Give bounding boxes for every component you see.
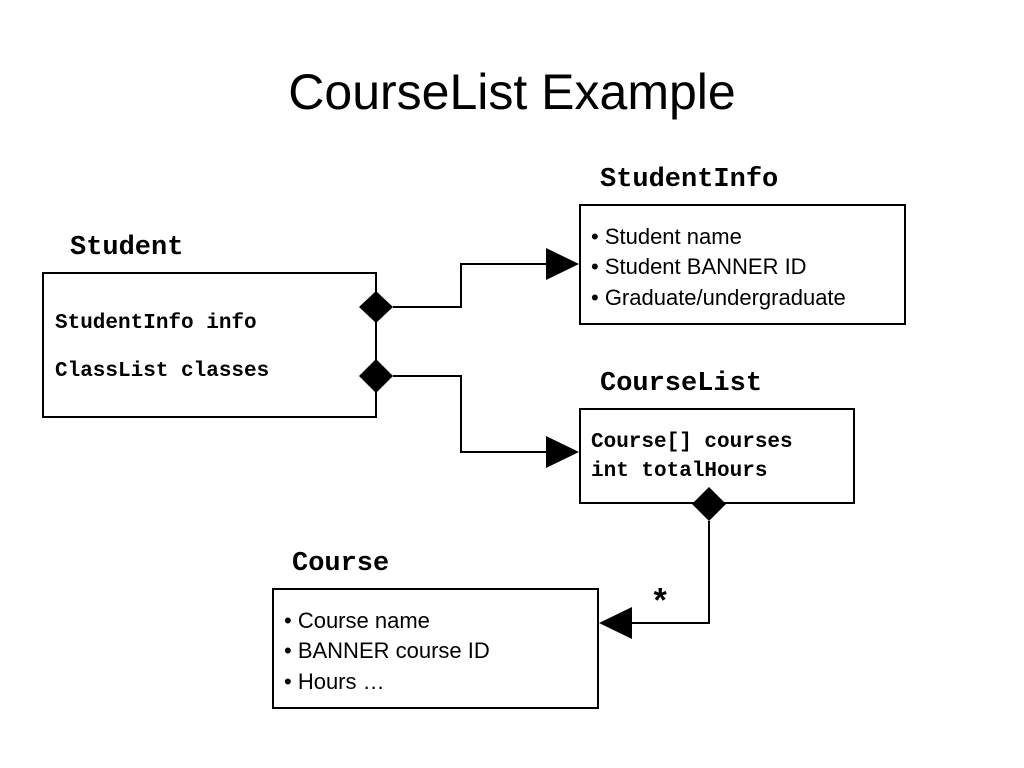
courselist-field-courses: Course[] courses <box>591 431 793 454</box>
page-title: CourseList Example <box>288 64 736 120</box>
course-class-box: • Course name • BANNER course ID • Hours… <box>272 588 599 709</box>
student-class-box: StudentInfo info ClassList classes <box>42 272 377 418</box>
course-item-hours: • Hours … <box>284 669 385 694</box>
multiplicity-label: * <box>650 586 671 624</box>
composition-diamond-courses <box>692 487 726 521</box>
course-item-name: • Course name <box>284 608 430 633</box>
studentinfo-class-box: • Student name • Student BANNER ID • Gra… <box>579 204 906 325</box>
courselist-field-totalhours: int totalHours <box>591 460 768 483</box>
connector-courselist-to-course <box>630 521 710 624</box>
composition-diamond-classes <box>359 359 393 393</box>
arrowhead-studentinfo <box>546 248 579 280</box>
studentinfo-item-banner-id: • Student BANNER ID <box>591 254 807 279</box>
studentinfo-item-grad-status: • Graduate/undergraduate <box>591 285 846 310</box>
student-field-info: StudentInfo info <box>55 312 257 335</box>
connector-info-to-studentinfo <box>393 263 548 308</box>
studentinfo-item-name: • Student name <box>591 224 742 249</box>
student-field-classes: ClassList classes <box>55 360 270 383</box>
student-class-label: Student <box>70 233 184 263</box>
studentinfo-class-label: StudentInfo <box>600 165 779 195</box>
courselist-class-box: Course[] courses int totalHours <box>579 408 855 504</box>
connector-classes-to-courselist <box>393 375 548 453</box>
arrowhead-course <box>599 607 632 639</box>
arrowhead-courselist <box>546 436 579 468</box>
composition-diamond-info <box>359 291 393 323</box>
course-class-label: Course <box>292 549 390 579</box>
courselist-class-label: CourseList <box>600 369 763 399</box>
course-item-banner-id: • BANNER course ID <box>284 638 490 663</box>
